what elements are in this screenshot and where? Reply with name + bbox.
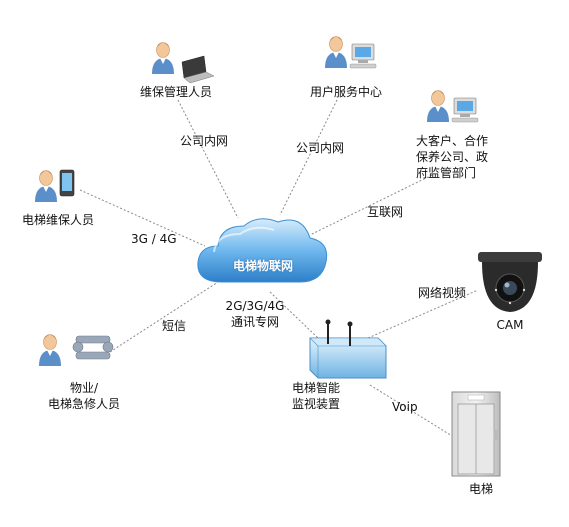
emergency-repair-icon xyxy=(38,334,114,367)
maintenance-mgmt-label: 维保管理人员 xyxy=(139,85,213,99)
elevator-maint-label: 电梯维保人员 xyxy=(21,213,95,227)
link-label-company-net-left: 公司内网 xyxy=(180,134,229,148)
clients-icon xyxy=(426,90,479,123)
link-elevator xyxy=(369,384,453,437)
link-label-mobile: 3G / 4G xyxy=(131,232,177,246)
link-label-company-net-right: 公司内网 xyxy=(296,141,345,155)
link-clients xyxy=(309,174,433,236)
link-camera xyxy=(367,289,479,339)
link-label-video: 网络视频 xyxy=(418,286,467,300)
link-label-private-net: 2G/3G/4G 通讯专网 xyxy=(225,299,285,329)
camera-label: CAM xyxy=(496,318,524,332)
center-label: 电梯物联网 xyxy=(233,258,293,273)
link-emergency xyxy=(109,281,219,353)
link-user-service xyxy=(279,99,338,216)
elevator-label: 电梯 xyxy=(468,482,494,496)
link-label-voip: Voip xyxy=(392,400,418,414)
cloud-icon xyxy=(197,218,328,283)
connection-lines xyxy=(79,99,479,437)
link-monitor xyxy=(269,291,319,339)
user-service-icon xyxy=(324,36,377,69)
emergency-repair-label: 物业/ 电梯急修人员 xyxy=(47,381,121,411)
wrench-icon xyxy=(72,335,114,360)
elevator-icon xyxy=(451,391,501,477)
link-label-internet: 互联网 xyxy=(367,205,404,219)
clients-label: 大客户、合作 保养公司、政 府监管部门 xyxy=(416,134,489,180)
user-service-label: 用户服务中心 xyxy=(309,85,383,99)
elevator-maint-icon xyxy=(34,169,75,203)
monitor-device-icon xyxy=(309,319,387,379)
maintenance-mgmt-icon xyxy=(151,42,215,84)
link-elevator-maint xyxy=(79,189,206,247)
monitor-device-label: 电梯智能 监视装置 xyxy=(292,381,341,411)
camera-icon xyxy=(478,252,542,312)
link-label-sms: 短信 xyxy=(162,319,187,333)
link-maintenance-mgmt xyxy=(177,99,239,219)
